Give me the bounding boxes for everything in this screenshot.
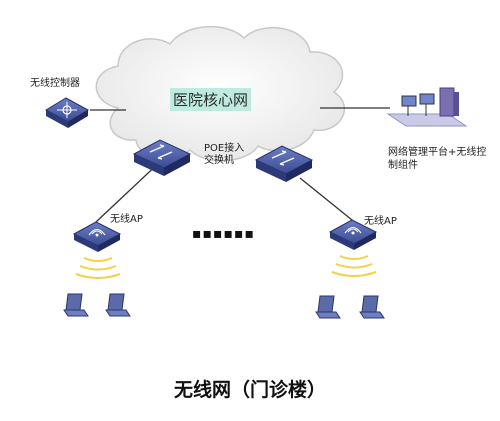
link-switch-ap-right <box>299 177 353 221</box>
signal-waves-right <box>331 255 377 277</box>
ellipsis-dots: ▪▪▪▪▪▪ <box>192 226 255 242</box>
poe-switch-left <box>132 139 192 176</box>
management-label: 网络管理平台+无线控制组件 <box>388 147 487 171</box>
laptop-icon <box>359 295 385 319</box>
wireless-controller-device <box>44 97 90 128</box>
laptop-icon <box>105 293 131 317</box>
laptop-icon <box>315 295 341 319</box>
ap-left-label: 无线AP <box>110 214 143 225</box>
poe-switch-label: POE接入 交换机 <box>204 143 245 166</box>
access-point-right <box>328 219 378 250</box>
access-point-left <box>72 221 122 252</box>
controller-label: 无线控制器 <box>30 78 80 89</box>
laptop-icon <box>63 293 89 317</box>
link-switch-ap-left <box>95 159 163 223</box>
connection-lines <box>90 107 390 223</box>
management-platform-icon <box>386 87 468 127</box>
core-network-label: 医院核心网 <box>170 88 252 111</box>
diagram-title: 无线网（门诊楼） <box>173 379 326 401</box>
poe-switch-right <box>254 145 314 182</box>
ap-right-label: 无线AP <box>364 216 397 227</box>
signal-waves-left <box>75 257 121 279</box>
